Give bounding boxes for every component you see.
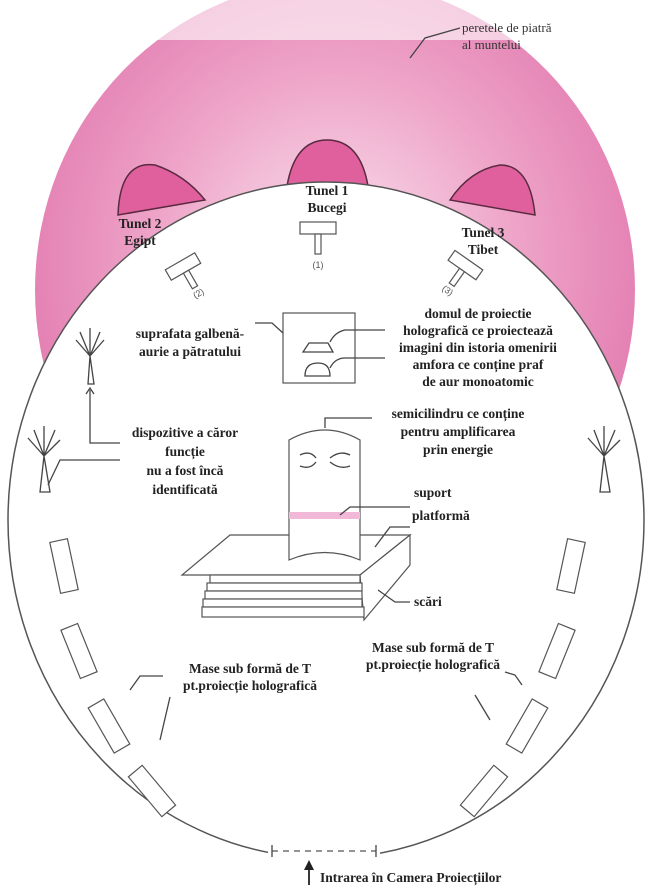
- t-masses-left-label: pt.proiecție holografică: [183, 678, 317, 694]
- tunnel-2-opening: [117, 163, 207, 216]
- tunnel-3-label: Tibet: [468, 242, 499, 257]
- projection-dome: [301, 342, 335, 353]
- devices-pointer-up: [85, 386, 120, 444]
- unknown-device-right: [587, 426, 621, 493]
- tunnel-3-opening: [448, 164, 536, 216]
- semicylinder: [288, 429, 361, 561]
- golden-surface-pointer: [255, 322, 284, 334]
- platform-label: platformă: [412, 508, 470, 523]
- t-masses-left-label: Mase sub formă de T: [189, 661, 311, 676]
- semicylinder-label: prin energie: [423, 442, 493, 457]
- mountain-wall-label: peretele de piatră: [462, 20, 552, 35]
- tunnel-2-label: Egipt: [124, 233, 156, 248]
- t-masses-right-label: pt.proiecție holografică: [366, 657, 500, 673]
- t-masses-left-pointer: [129, 675, 163, 691]
- tunnel-2-label: Tunel 2: [119, 216, 162, 231]
- amphora: [304, 362, 331, 377]
- projection-dome-label: holografică ce proiectează: [403, 323, 553, 338]
- stairs: [201, 574, 365, 618]
- devices-label: identificată: [152, 482, 217, 497]
- t-device-1: (1): [299, 221, 337, 270]
- t-masses-right: [459, 537, 586, 818]
- support-label: suport: [414, 485, 452, 500]
- semicylinder-pointer: [324, 417, 372, 428]
- t-masses-right-pointer: [504, 671, 523, 686]
- devices-label: dispozitive a căror: [132, 425, 238, 440]
- tunnel-1-label: Bucegi: [308, 200, 347, 215]
- projection-dome-label: imagini din istoria omenirii: [399, 340, 557, 355]
- projection-dome-label: domul de proiectie: [425, 306, 532, 321]
- t-masses-left: [49, 537, 177, 818]
- devices-label: funcție: [165, 444, 205, 460]
- stairs-pointer: [377, 589, 410, 603]
- mountain-wall-label: al muntelui: [462, 37, 521, 52]
- svg-text:(2): (2): [191, 286, 206, 300]
- tunnel-1-opening: [286, 139, 369, 187]
- tunnel-3-label: Tunel 3: [462, 225, 505, 240]
- t-masses-right-pointer: [474, 694, 491, 721]
- t-masses-left-pointer: [159, 696, 171, 741]
- support-pointer: [339, 506, 410, 516]
- t-device-2: (2): [164, 252, 206, 300]
- golden-surface-label: suprafata galbenă-: [136, 326, 244, 341]
- amphora-label: de aur monoatomic: [422, 374, 534, 389]
- dome-pointer: [329, 329, 385, 343]
- entrance-label: Intrarea în Camera Proiecțiilor: [320, 870, 501, 886]
- platform-pointer: [374, 526, 410, 548]
- semicylinder-label: pentru amplificarea: [401, 424, 516, 439]
- svg-text:(1): (1): [313, 260, 324, 270]
- mountain-wall-pointer: [409, 27, 461, 59]
- unknown-device-left: [27, 426, 61, 493]
- golden-square: [282, 312, 356, 384]
- semicylinder-label: semicilindru ce conține: [392, 406, 525, 422]
- amphora-pointer: [329, 357, 385, 369]
- stairs-label: scări: [414, 594, 442, 609]
- golden-surface-label: aurie a pătratului: [139, 344, 241, 359]
- amphora-label: amfora ce conține praf: [413, 357, 544, 373]
- tunnel-1-label: Tunel 1: [306, 183, 349, 198]
- t-masses-right-label: Mase sub formă de T: [372, 640, 494, 655]
- devices-label: nu a fost încă: [147, 463, 224, 478]
- devices-pointer-left: [47, 459, 120, 486]
- unknown-device-top-left: [75, 328, 105, 385]
